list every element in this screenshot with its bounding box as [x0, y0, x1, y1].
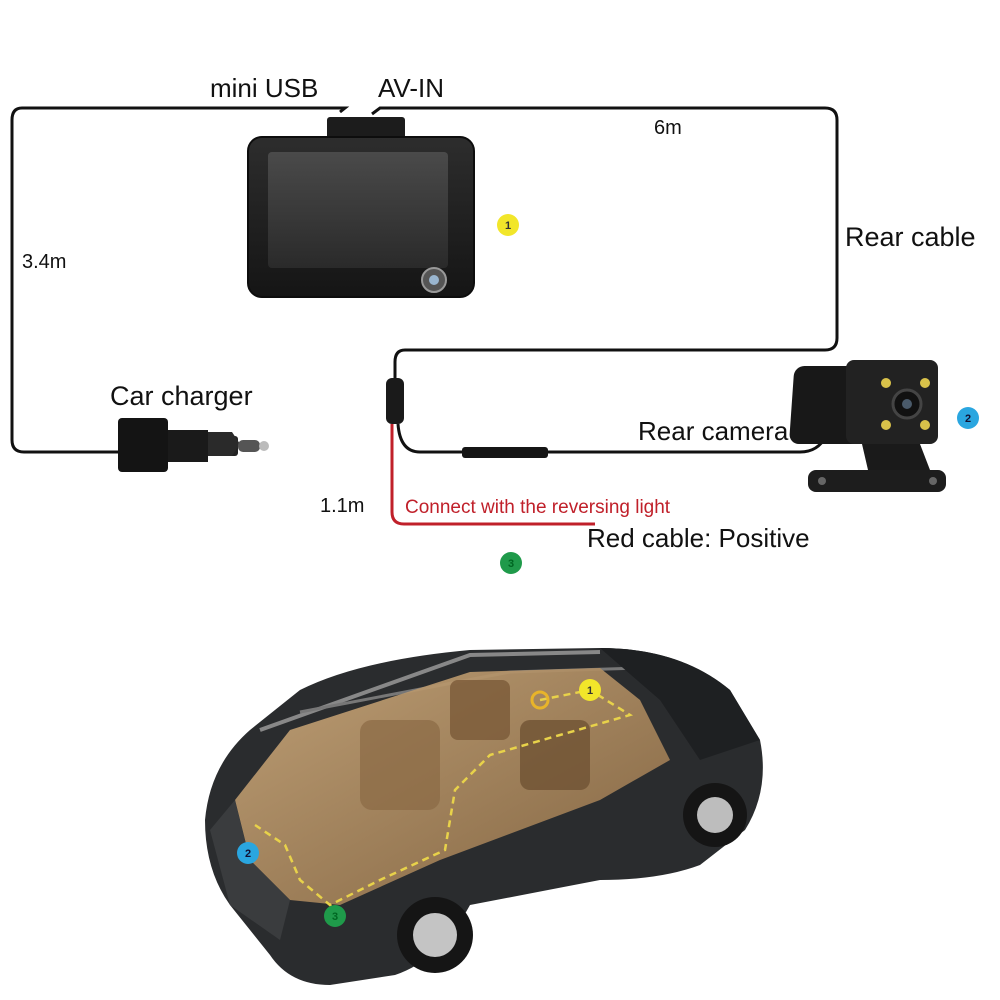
one-one-m-label: 1.1m — [320, 495, 364, 517]
power-cable — [10, 106, 350, 454]
badge-1-car: 1 — [579, 679, 601, 701]
inline-connector — [386, 378, 404, 424]
badge-2-car: 2 — [237, 842, 259, 864]
charger-plug — [118, 418, 168, 472]
three-four-m-label: 3.4m — [22, 251, 66, 273]
camera-bracket — [862, 444, 930, 470]
badge-3-top: 3 — [500, 552, 522, 574]
rear-cable — [371, 106, 839, 380]
rear-cable-label: Rear cable — [845, 222, 976, 252]
badge-1-car-text: 1 — [587, 685, 593, 697]
rear-camera — [789, 360, 946, 492]
camera-cable — [396, 423, 465, 454]
badge-1-top: 1 — [497, 214, 519, 236]
badge-3-car: 3 — [324, 905, 346, 927]
badge-3-top-text: 3 — [508, 558, 514, 570]
red-cable-positive-label: Red cable: Positive — [587, 523, 810, 553]
badge-2-top: 2 — [957, 407, 979, 429]
car-charger-label: Car charger — [110, 381, 253, 411]
badge-3-car-text: 3 — [332, 911, 338, 923]
mini-usb-label: mini USB — [210, 73, 318, 103]
camera-cable-connector — [462, 447, 548, 458]
badge-2-car-text: 2 — [245, 848, 251, 860]
badge-1-top-text: 1 — [505, 220, 511, 232]
rear-camera-label: Rear camera — [638, 416, 789, 446]
red-cable — [390, 424, 595, 526]
car-illustration — [205, 648, 763, 985]
dash-cam-device — [247, 117, 475, 298]
av-in-label: AV-IN — [378, 73, 444, 103]
car-charger — [118, 418, 269, 472]
wiring-route — [254, 688, 634, 907]
badge-2-top-text: 2 — [965, 413, 971, 425]
device-screen — [268, 152, 448, 268]
reversing-light-label: Connect with the reversing light — [405, 497, 671, 518]
six-m-label: 6m — [654, 117, 682, 139]
